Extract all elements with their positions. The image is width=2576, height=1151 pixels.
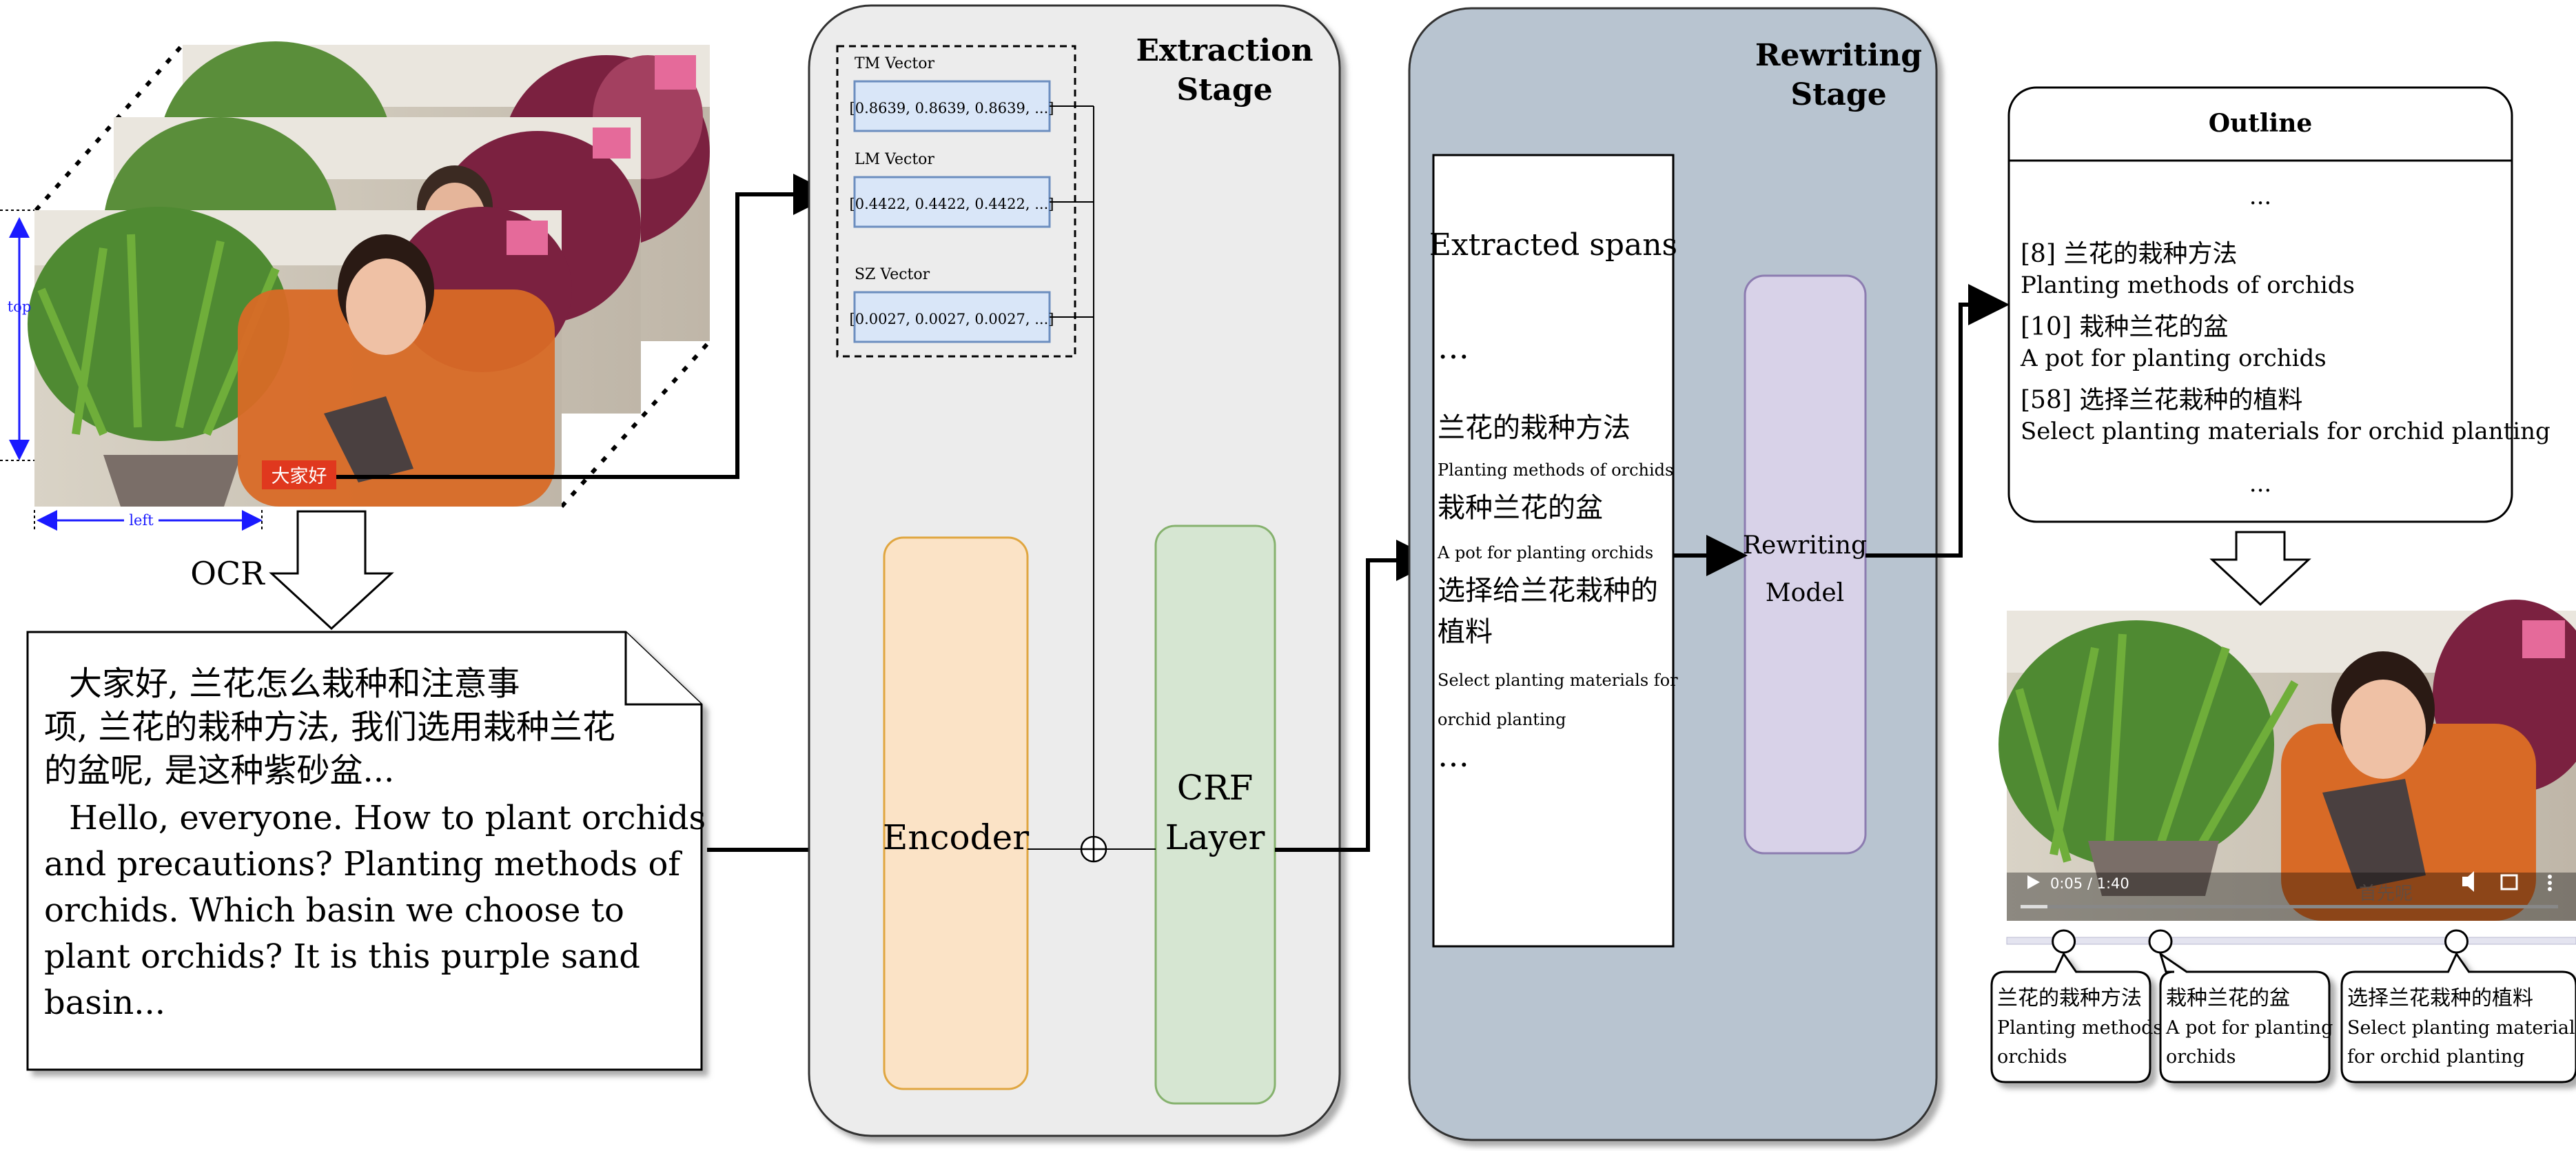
chapter-callout-text: 栽种兰花的盆 [2166, 986, 2290, 1010]
player-subtitle: 首先呢 [2359, 884, 2413, 904]
transcript-en-line: and precautions? Planting methods of [44, 845, 682, 884]
outline-bottom-ellipsis: ... [2249, 470, 2271, 498]
outline-item-zh: [58] 选择兰花栽种的植料 [2021, 386, 2302, 414]
transcript-en-line: basin... [44, 984, 165, 1022]
chapter-marker[interactable] [2052, 929, 2076, 954]
transcript-en-line: Hello, everyone. How to plant orchids [69, 799, 706, 837]
transcript-en-line: plant orchids? It is this purple sand [44, 937, 640, 976]
chapter-callout-text: 选择兰花栽种的植料 [2347, 986, 2533, 1010]
top-measure-label: top [8, 298, 32, 315]
progress-track[interactable] [2021, 905, 2558, 908]
chapter-callout [2158, 951, 2331, 1083]
volume-icon[interactable] [2462, 871, 2474, 892]
extraction-stage-title-2: Stage [1176, 72, 1272, 108]
tm-vector-label: TM Vector [855, 55, 934, 72]
left-measure-label: left [129, 512, 154, 529]
outline-to-player-arrow [2209, 531, 2311, 607]
crf-layer-label-1: CRF [1177, 768, 1254, 808]
caption-to-vectors-arrow [336, 174, 835, 479]
chapter-callout-text: 兰花的栽种方法 [1997, 986, 2142, 1010]
encoder-label: Encoder [883, 817, 1029, 857]
more-options-icon[interactable] [2548, 875, 2552, 891]
outline-box [2007, 86, 2513, 523]
extracted-span-ellipsis: … [1438, 329, 1469, 366]
chapter-marker[interactable] [2444, 929, 2468, 954]
chapter-callout [1990, 951, 2151, 1083]
outline-top-ellipsis: ... [2249, 183, 2271, 210]
tm-vector-value: [0.8639, 0.8639, 0.8639, ...] [850, 100, 1054, 116]
sz-vector-label: SZ Vector [855, 266, 930, 283]
extracted-span-zh: 兰花的栽种方法 [1438, 412, 1631, 444]
outline-item-en: Select planting materials for orchid pla… [2021, 418, 2551, 445]
extraction-stage-panel: Extraction Stage TM Vector [0.8639, 0.86… [808, 4, 1341, 1137]
crf-layer-label-2: Layer [1165, 817, 1265, 857]
sz-vector-box [853, 291, 1051, 343]
chapter-callout-text: orchids [2166, 1046, 2236, 1068]
transcript-zh-line: 的盆呢, 是这种紫砂盆... [44, 751, 394, 790]
extraction-stage-title-1: Extraction [1136, 33, 1313, 68]
model-to-outline-arrow [1865, 284, 2010, 558]
outline-item-en: Planting methods of orchids [2021, 272, 2355, 299]
play-icon[interactable] [2027, 875, 2040, 889]
rewriting-stage-title-2: Stage [1790, 77, 1886, 112]
ocr-label: OCR [190, 555, 265, 592]
lm-vector-label: LM Vector [855, 151, 934, 168]
outline-item-zh: [8] 兰花的栽种方法 [2021, 240, 2237, 268]
transcript-en-line: orchids. Which basin we choose to [44, 891, 624, 930]
lm-vector-box [853, 176, 1051, 228]
overlay-caption-text: 大家好 [272, 466, 327, 487]
extracted-span-en: orchid planting [1438, 710, 1566, 729]
chapter-callout [2340, 951, 2576, 1083]
rewriting-model-label-1: Rewriting [1743, 531, 1867, 560]
outline-card: Outline ... [8] 兰花的栽种方法 Planting methods … [2007, 86, 2551, 523]
outline-title: Outline [2209, 109, 2313, 138]
video-frames-stack: 大家好 top left [0, 41, 712, 531]
chapter-marker[interactable] [2148, 929, 2173, 954]
chapter-callout-text: Select planting materials [2347, 1017, 2576, 1039]
extracted-span-zh: 植料 [1438, 616, 1493, 648]
lm-vector-value: [0.4422, 0.4422, 0.4422, ...] [850, 196, 1054, 212]
transcript-zh-line: 项, 兰花的栽种方法, 我们选用栽种兰花 [44, 708, 615, 746]
rewriting-stage-panel: Rewriting Stage Extracted spans … 兰花的栽种方法… [1408, 7, 1938, 1141]
extracted-span-ellipsis: … [1438, 737, 1469, 774]
extracted-span-en: Planting methods of orchids [1438, 460, 1673, 480]
extracted-spans-title: Extracted spans [1429, 227, 1677, 263]
rewriting-model-label-2: Model [1766, 579, 1844, 607]
player-time: 0:05 / 1:40 [2050, 875, 2129, 892]
progress-fill [2021, 905, 2047, 908]
crf-layer-block [1154, 524, 1276, 1105]
chapter-callout-text: orchids [1997, 1046, 2067, 1068]
extracted-span-en: Select planting materials for [1438, 671, 1678, 690]
encoder-block [883, 536, 1029, 1090]
chapter-timeline [2006, 937, 2576, 945]
transcript-zh-line: 大家好, 兰花怎么栽种和注意事 [69, 664, 520, 703]
rewriting-model-block [1744, 274, 1867, 855]
outline-item-en: A pot for planting orchids [2020, 345, 2327, 372]
ocr-arrow [269, 510, 394, 631]
video-frame-front: 大家好 [28, 207, 572, 507]
outline-item-zh: [10] 栽种兰花的盆 [2021, 313, 2228, 341]
extracted-span-zh: 选择给兰花栽种的 [1438, 575, 1658, 607]
extracted-span-en: A pot for planting orchids [1437, 543, 1653, 562]
rewriting-stage-title-1: Rewriting [1755, 38, 1922, 73]
crf-to-spans-arrow [1275, 540, 1438, 852]
chapter-callout-text: Planting methods of [1997, 1017, 2188, 1039]
fullscreen-icon[interactable] [2500, 874, 2518, 890]
chapter-callout-text: for orchid planting [2347, 1046, 2524, 1068]
video-player[interactable]: 首先呢 0:05 / 1:40 [1999, 600, 2576, 921]
extracted-span-zh: 栽种兰花的盆 [1438, 492, 1603, 524]
sz-vector-value: [0.0027, 0.0027, 0.0027, ...] [850, 311, 1054, 327]
extracted-spans-box [1432, 154, 1675, 948]
chapter-callout-text: A pot for planting [2165, 1017, 2333, 1039]
